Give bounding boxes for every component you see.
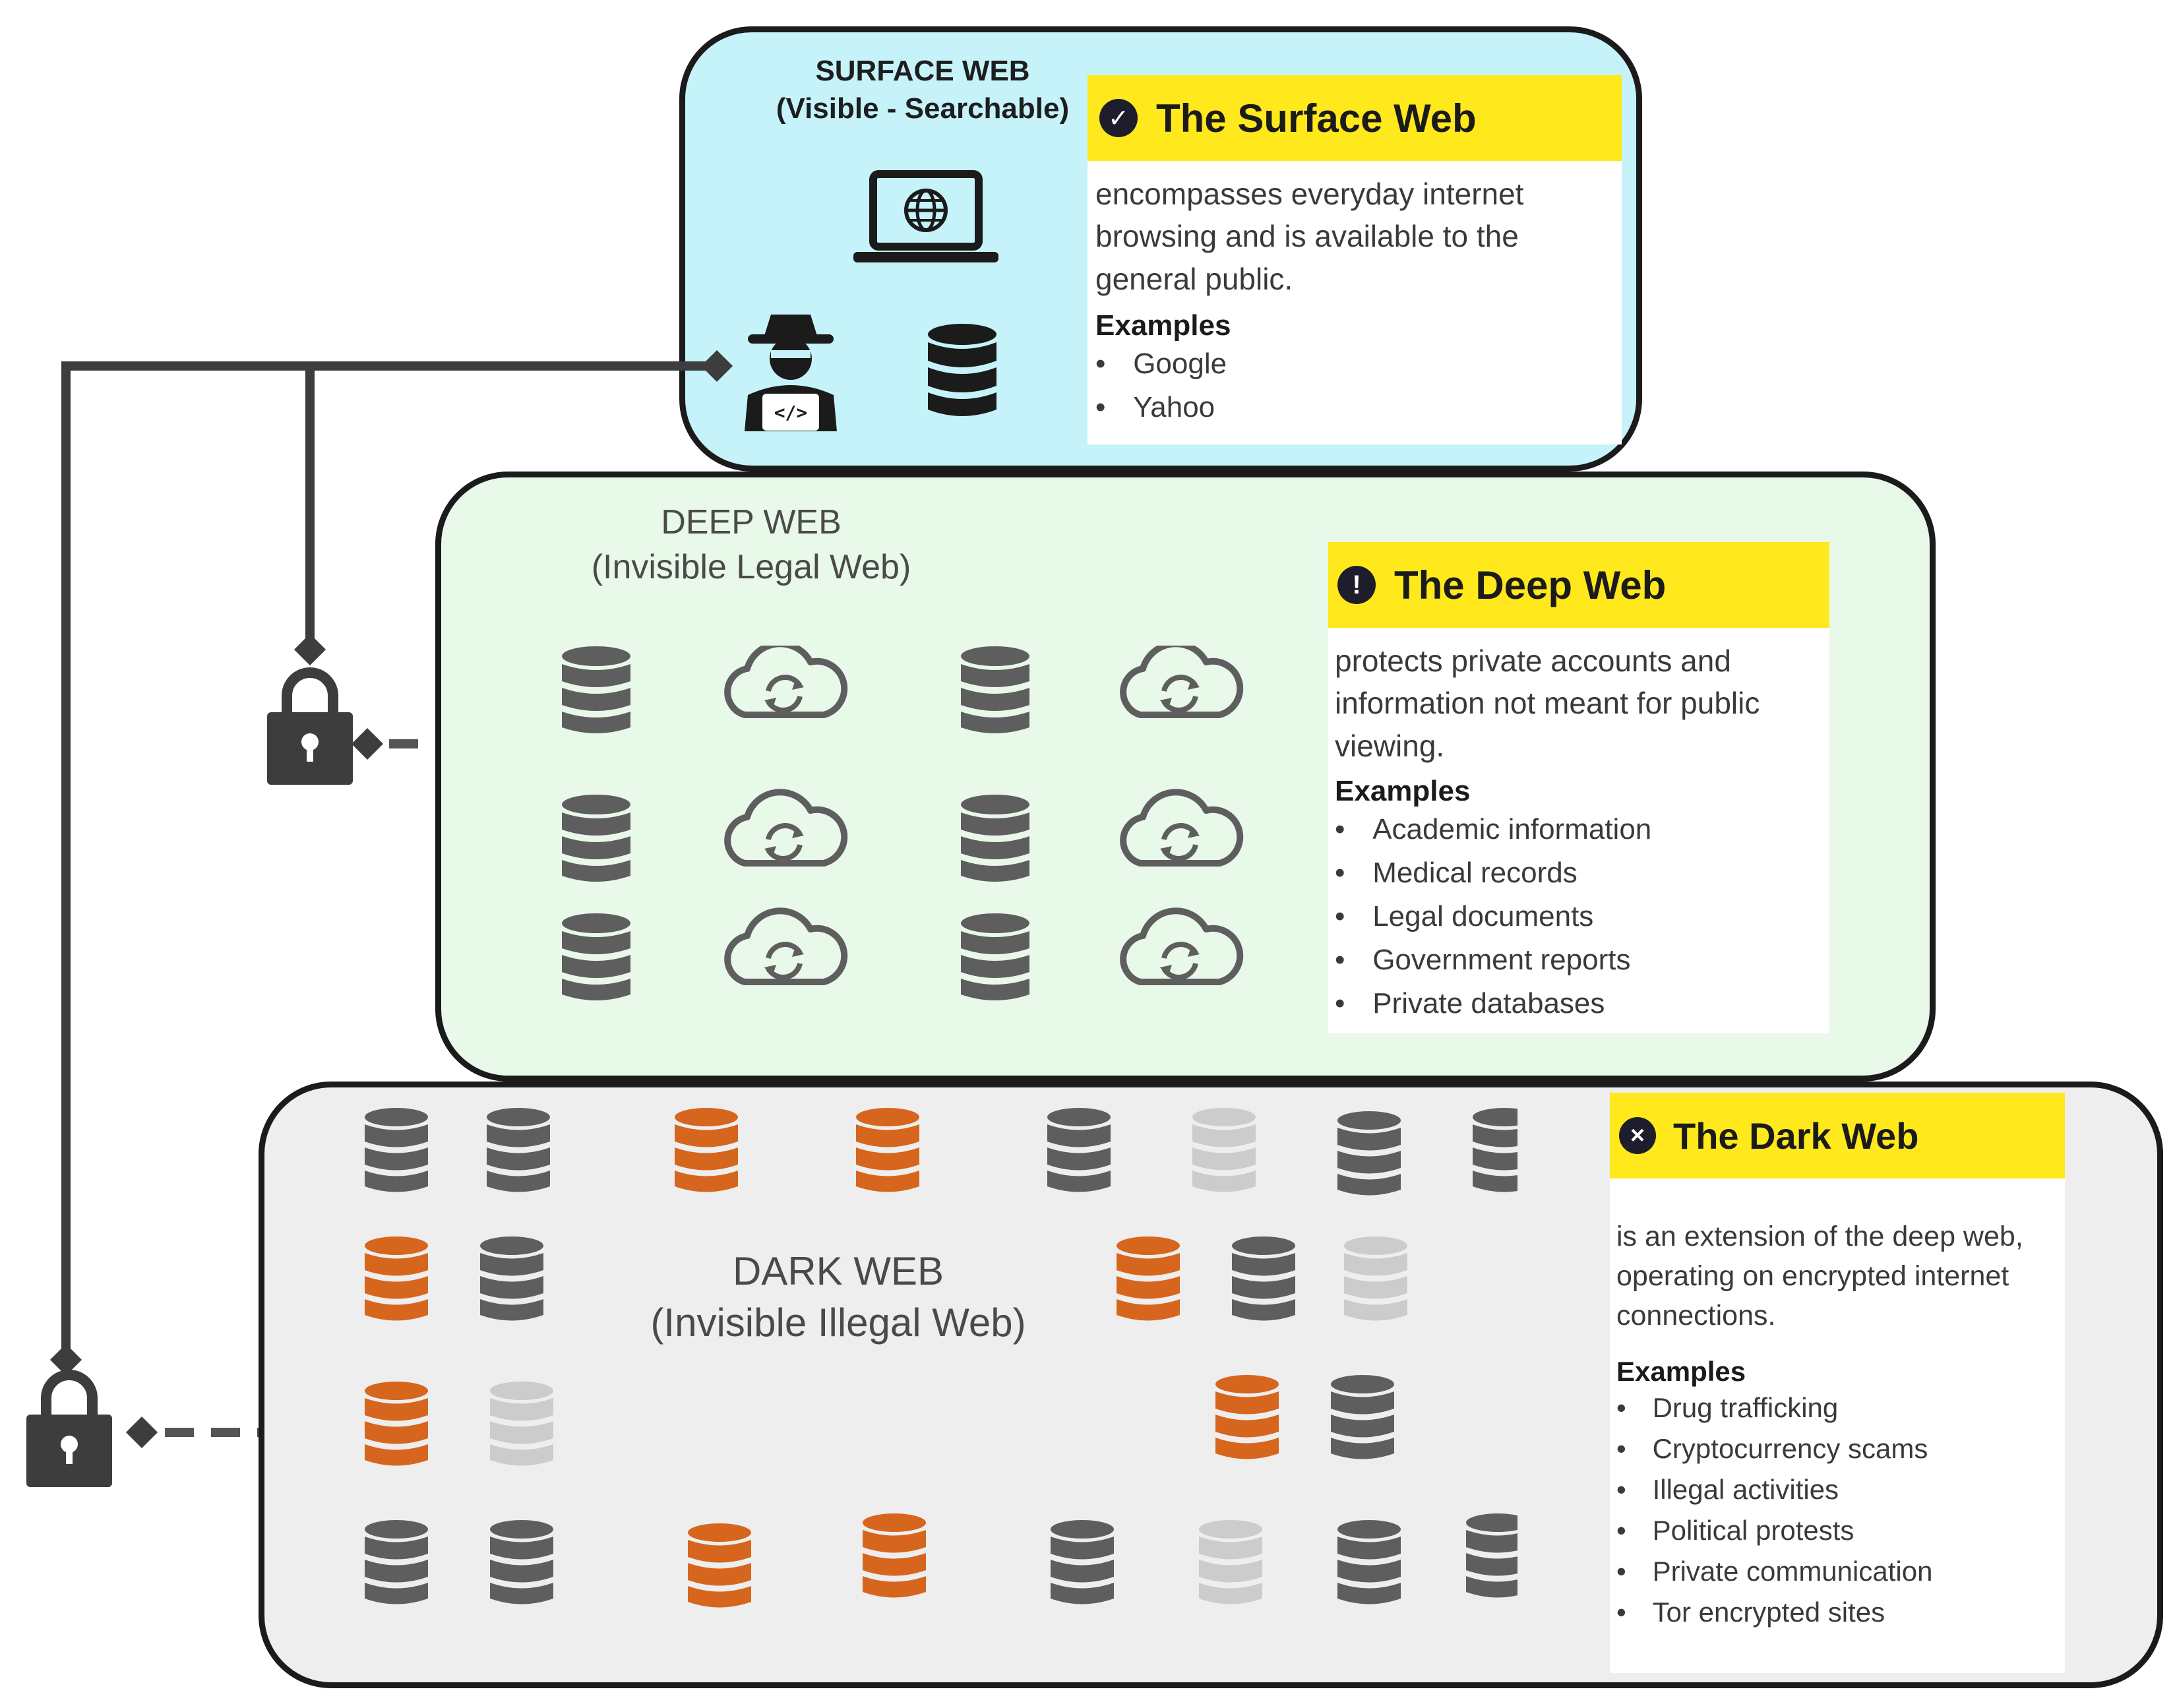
- surface-web-card-header: ✓ The Surface Web: [1088, 75, 1622, 161]
- database-icon: [562, 913, 630, 1000]
- database-icon: [365, 1108, 428, 1192]
- deep-web-card-heading: The Deep Web: [1394, 563, 1667, 607]
- surface-web-layer: SURFACE WEB (Visible - Searchable) </> ✓…: [679, 26, 1642, 472]
- database-icon: [487, 1108, 550, 1192]
- database-icon: [1051, 1520, 1114, 1604]
- cloud-sync-icon: [1123, 911, 1240, 982]
- surface-web-examples-list: Google Yahoo: [1095, 342, 1615, 429]
- list-item: Private communication: [1616, 1551, 2060, 1592]
- list-item: Drug trafficking: [1616, 1388, 2060, 1428]
- dark-web-card-description: is an extension of the deep web, operati…: [1616, 1221, 2023, 1332]
- deep-web-card-header: ! The Deep Web: [1328, 542, 1829, 628]
- dark-web-title-line1: DARK WEB: [732, 1249, 944, 1293]
- laptop-globe-icon: [853, 170, 998, 262]
- database-icon: [1192, 1108, 1256, 1192]
- database-icon: [863, 1513, 926, 1598]
- list-item: Medical records: [1335, 851, 1823, 895]
- dark-web-title: DARK WEB (Invisible Illegal Web): [588, 1246, 1089, 1349]
- database-icon: [1466, 1513, 1517, 1598]
- database-icon: [365, 1382, 428, 1466]
- database-icon: [1473, 1108, 1517, 1192]
- list-item: Legal documents: [1335, 895, 1823, 938]
- surface-web-examples-label: Examples: [1095, 309, 1231, 342]
- dark-web-card: × The Dark Web is an extension of the de…: [1610, 1093, 2065, 1673]
- deep-web-examples-label: Examples: [1335, 775, 1471, 808]
- database-icon: [1344, 1236, 1407, 1321]
- deep-web-card: ! The Deep Web protects private accounts…: [1328, 542, 1829, 1033]
- padlock-icon: [267, 667, 353, 785]
- list-item: Illegal activities: [1616, 1469, 2060, 1510]
- deep-web-title-line2: (Invisible Legal Web): [591, 547, 911, 586]
- diamond-deep-side: [351, 727, 384, 760]
- surface-web-title: SURFACE WEB (Visible - Searchable): [738, 52, 1107, 127]
- database-icon: [1232, 1236, 1295, 1321]
- cloud-sync-icon: [1123, 646, 1240, 715]
- diamond-deep-top: [293, 633, 326, 666]
- list-item: Private databases: [1335, 982, 1823, 1025]
- surface-web-card: ✓ The Surface Web encompasses everyday i…: [1088, 75, 1622, 444]
- database-icon: [562, 795, 630, 882]
- list-item: Government reports: [1335, 938, 1823, 982]
- database-icon: [1215, 1375, 1279, 1459]
- deep-web-title: DEEP WEB (Invisible Legal Web): [547, 501, 956, 590]
- database-icon: [961, 795, 1029, 882]
- database-icon: [688, 1523, 751, 1608]
- dark-web-layer: DARK WEB (Invisible Illegal Web) × The D…: [259, 1082, 2163, 1688]
- surface-web-title-line2: (Visible - Searchable): [776, 92, 1070, 125]
- cloud-sync-icon: [727, 911, 844, 982]
- svg-text:</>: </>: [774, 402, 808, 423]
- database-icon: [562, 646, 630, 733]
- dark-web-card-header: × The Dark Web: [1610, 1093, 2065, 1178]
- cloud-sync-icon: [1123, 792, 1240, 863]
- database-icon: [675, 1108, 738, 1192]
- list-item: Yahoo: [1095, 386, 1615, 429]
- database-icon: [365, 1236, 428, 1321]
- database-icon: [1117, 1236, 1180, 1321]
- database-icon: [490, 1382, 553, 1466]
- diamond-dark-side: [125, 1416, 158, 1449]
- database-icon: [1337, 1520, 1401, 1604]
- list-item: Academic information: [1335, 808, 1823, 851]
- cloud-sync-icon: [727, 792, 844, 863]
- database-icon: [490, 1520, 553, 1604]
- deep-web-layer: DEEP WEB (Invisible Legal Web) ! The Dee…: [435, 472, 1936, 1082]
- database-icon: [1337, 1111, 1401, 1196]
- list-item: Cryptocurrency scams: [1616, 1428, 2060, 1469]
- cloud-sync-icon: [727, 646, 844, 715]
- alert-icon: !: [1337, 566, 1376, 604]
- surface-web-card-heading: The Surface Web: [1156, 96, 1477, 140]
- database-icon: [365, 1520, 428, 1604]
- close-circle-icon: ×: [1619, 1117, 1656, 1154]
- diamond-dark-top: [49, 1343, 82, 1376]
- check-icon: ✓: [1099, 99, 1138, 137]
- surface-web-title-line1: SURFACE WEB: [815, 55, 1030, 87]
- database-icon: [928, 324, 996, 416]
- database-icon: [961, 913, 1029, 1000]
- database-icon: [1331, 1375, 1394, 1459]
- dark-web-icon-field: [365, 1108, 1517, 1608]
- database-icon: [961, 646, 1029, 733]
- deep-web-title-line1: DEEP WEB: [661, 503, 842, 541]
- deep-web-examples-list: Academic information Medical records Leg…: [1335, 808, 1823, 1025]
- database-icon: [1047, 1108, 1111, 1192]
- padlock-icon: [26, 1370, 112, 1487]
- list-item: Google: [1095, 342, 1615, 386]
- dark-web-examples-label: Examples: [1616, 1355, 1746, 1387]
- dark-web-examples-list: Drug trafficking Cryptocurrency scams Il…: [1616, 1388, 2060, 1633]
- surface-web-card-description: encompasses everyday internet browsing a…: [1095, 177, 1524, 296]
- list-item: Political protests: [1616, 1510, 2060, 1551]
- deep-web-icon-grid: [562, 646, 1404, 1000]
- deep-web-card-description: protects private accounts and informatio…: [1335, 644, 1760, 763]
- database-icon: [1199, 1520, 1262, 1604]
- database-icon: [480, 1236, 543, 1321]
- list-item: Tor encrypted sites: [1616, 1592, 2060, 1633]
- dark-web-title-line2: (Invisible Illegal Web): [650, 1300, 1026, 1345]
- hacker-icon: </>: [745, 315, 837, 431]
- database-icon: [856, 1108, 919, 1192]
- dark-web-card-heading: The Dark Web: [1673, 1114, 1919, 1157]
